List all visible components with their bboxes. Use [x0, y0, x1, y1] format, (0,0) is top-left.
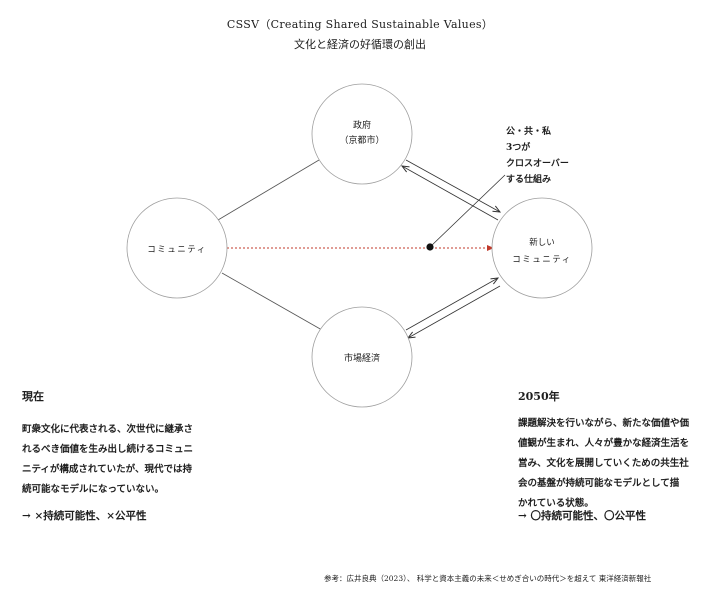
node-label-community: コミュニティ	[147, 245, 207, 255]
future-body-line: 値観が生まれ、人々が豊かな経済生活を	[518, 438, 690, 449]
present-body-line: れるべき価値を生み出し続けるコミュニ	[22, 444, 194, 455]
present-body-line: 町衆文化に代表される、次世代に継承さ	[22, 424, 194, 435]
arrow-government-to-new-community	[405, 159, 500, 212]
arrow-market-to-new-community	[405, 278, 498, 331]
circle-new-community	[491, 197, 593, 299]
annotation-line-2: 3つが	[506, 141, 531, 153]
reference-note: 参考：広井良典（2023）、 科学と資本主義の未来＜せめぎ合いの時代＞を超えて …	[324, 574, 652, 583]
annotation-line-1: 公・共・私	[506, 125, 551, 137]
line-community-market	[221, 272, 323, 331]
arrow-new-community-to-government	[402, 166, 499, 221]
present-body-line: 続可能なモデルになっていない。	[22, 484, 165, 495]
future-body-line: かれている状態。	[518, 498, 594, 509]
annotation-pointer-line	[429, 174, 506, 248]
node-label-government-line2: （京都市）	[339, 134, 384, 146]
circle-government	[311, 83, 413, 185]
circle-market	[311, 306, 413, 408]
future-body-line: 営み、文化を展開していくための共生社	[518, 458, 689, 469]
page-subtitle: 文化と経済の好循環の創出	[294, 38, 426, 51]
present-body-line: ニティが構成されていたが、現代では持	[22, 464, 192, 475]
page-title: CSSV（Creating Shared Sustainable Values）	[226, 18, 494, 31]
future-body: 課題解決を行いながら、新たな価値や価 値観が生まれ、人々が豊かな経済生活を 営み…	[518, 414, 689, 514]
line-community-government	[217, 159, 320, 221]
node-label-government-line1: 政府	[353, 119, 371, 131]
present-body: 町衆文化に代表される、次世代に継承さ れるべき価値を生み出し続けるコミュニ ニテ…	[22, 420, 193, 500]
circle-community	[126, 197, 228, 299]
arrow-new-community-to-market	[408, 285, 501, 338]
future-heading: 2050年	[518, 390, 560, 403]
node-label-new-community-line2: コミュニティ	[512, 255, 572, 265]
future-outcome: → 〇持続可能性、〇公平性	[518, 510, 646, 522]
future-body-line: 会の基盤が持続可能なモデルとして描	[518, 478, 680, 489]
annotation-line-3: クロスオーバー	[506, 158, 569, 169]
annotation-line-4: する仕組み	[506, 173, 551, 185]
node-label-new-community-line1: 新しい	[529, 237, 555, 248]
annotation-dot	[426, 243, 434, 251]
future-body-line: 課題解決を行いながら、新たな価値や価	[518, 418, 690, 429]
present-heading: 現在	[22, 390, 44, 403]
node-label-market: 市場経済	[344, 352, 380, 364]
present-outcome: → ×持続可能性、×公平性	[22, 510, 147, 522]
